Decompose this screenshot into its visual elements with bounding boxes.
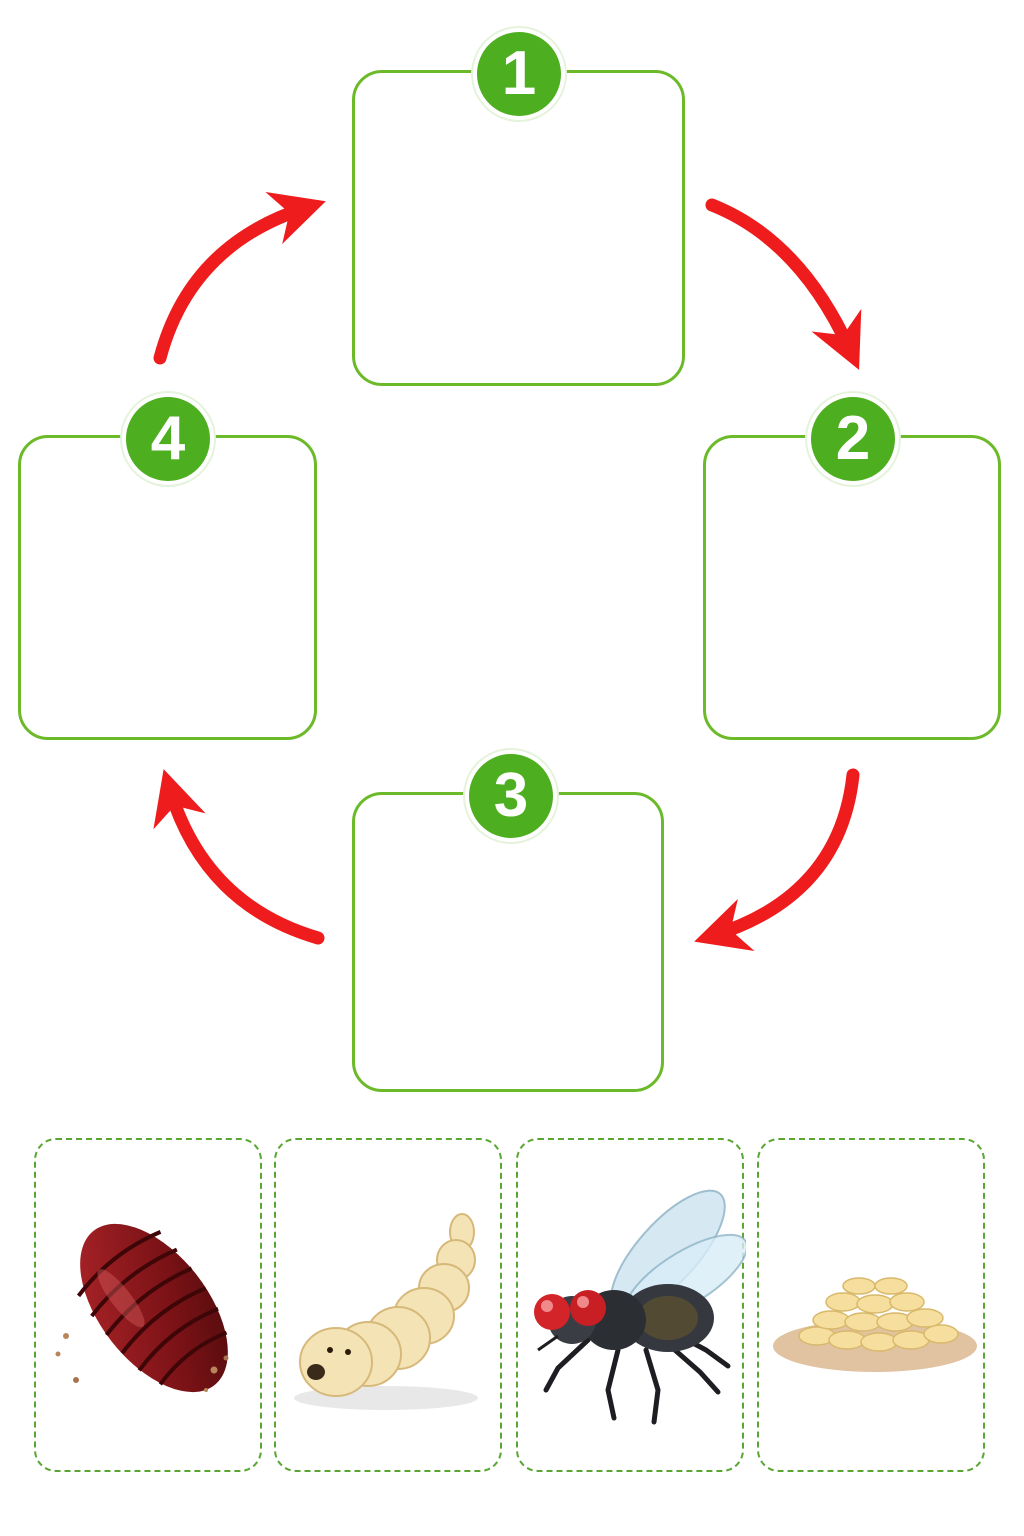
stage-number-badge-2: 2 xyxy=(807,393,899,485)
stage-box-1[interactable] xyxy=(352,70,685,386)
larva-icon xyxy=(294,1213,478,1410)
arrow-3-to-4 xyxy=(153,769,325,945)
pupa-icon xyxy=(55,1223,229,1393)
stage-box-3[interactable] xyxy=(352,792,664,1092)
eggs-icon xyxy=(773,1277,977,1372)
card-pupa[interactable] xyxy=(34,1138,262,1472)
adult-fly-icon xyxy=(534,1189,746,1425)
stage-number-badge-4: 4 xyxy=(122,393,214,485)
stage-number-badge-3: 3 xyxy=(465,750,557,842)
stage-box-2[interactable] xyxy=(703,435,1001,740)
card-eggs[interactable] xyxy=(757,1138,985,1472)
card-larva[interactable] xyxy=(274,1138,502,1472)
stage-number-badge-1: 1 xyxy=(473,28,565,120)
arrow-1-to-2 xyxy=(705,198,862,370)
card-adult-fly[interactable] xyxy=(516,1138,746,1472)
arrow-2-to-3 xyxy=(694,768,860,952)
arrow-4-to-1 xyxy=(153,192,326,365)
